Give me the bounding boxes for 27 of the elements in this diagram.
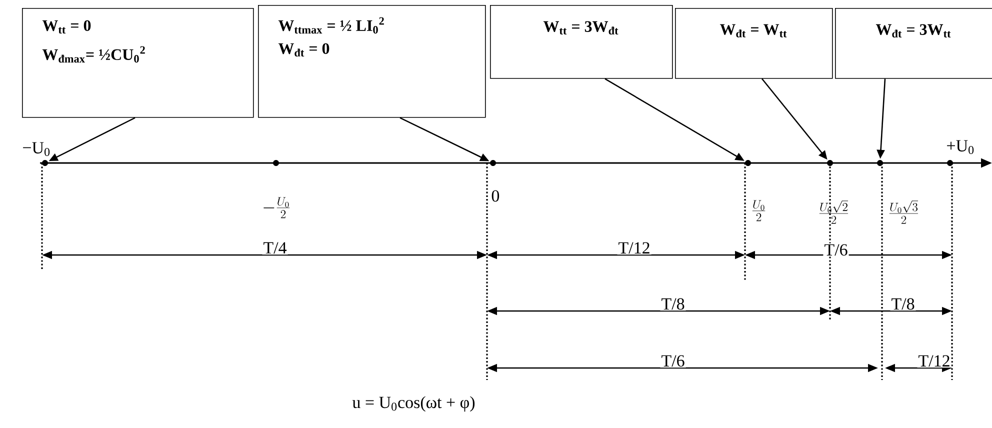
formula-caption: u = U$_{0}$cos(ωt + φ) — [352, 396, 475, 412]
axis-point — [877, 160, 884, 166]
text-box: W$_{tt}$ = 3W$_{đt}$ — [490, 5, 673, 79]
axis-point — [490, 160, 496, 166]
axis-point — [42, 160, 48, 166]
axis-point — [827, 160, 834, 166]
dimension-label: T/8 — [660, 297, 686, 311]
axis-point — [947, 160, 954, 166]
axis-label: −U$_{0}$ — [23, 142, 50, 156]
text-box: W$_{tt}$ = 0 W$_{đmax}$= ½CU$_{0}$2 — [22, 8, 254, 118]
text-box: W$_{đt}$ = W$_{tt}$ — [675, 8, 833, 79]
axis-label: +U$_{0}$ — [947, 140, 974, 154]
dimension-label: T/6 — [660, 354, 686, 368]
text-box: W$_{đt}$ = 3W$_{tt}$ — [835, 8, 992, 79]
dimension-label: T/8 — [890, 297, 916, 311]
dimension-label: T/4 — [262, 241, 288, 255]
axis-point — [273, 160, 279, 166]
dimension-label: T/6 — [823, 243, 849, 257]
axis-label: $\frac{U_0\sqrt{3}}{2}$ — [889, 200, 918, 224]
axis-label: $-\frac{U_0}{2}$ — [264, 197, 290, 218]
dimension-label: T/12 — [617, 241, 652, 255]
axis-label: $\frac{U_0}{2}$ — [752, 200, 766, 222]
axis-label: $\frac{U_0\sqrt{2}}{2}$ — [819, 200, 848, 224]
dimension-label: T/12 — [917, 354, 952, 368]
axis-point — [745, 160, 751, 166]
axis-label: 0 — [492, 190, 500, 202]
text-box: W$_{ttmax}$ = ½ LI$_{0}$2 W$_{đt}$ = 0 — [258, 5, 486, 118]
